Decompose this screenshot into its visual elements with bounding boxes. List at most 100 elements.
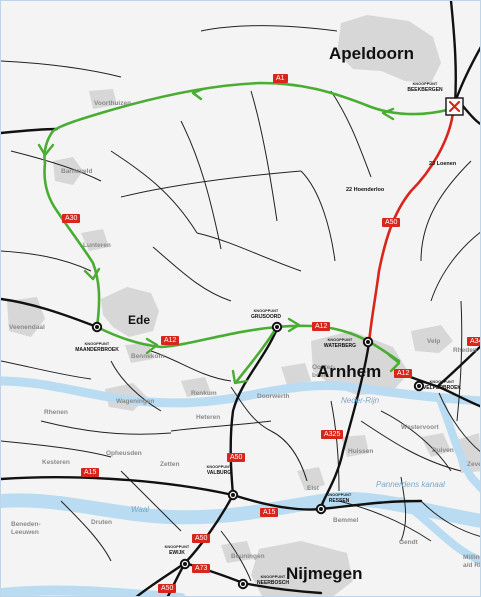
town-label-heteren: Heteren	[196, 414, 221, 421]
detour-arrows	[37, 87, 401, 385]
road-shield-a12-east: A12	[394, 369, 413, 378]
road-minor	[40, 420, 172, 435]
road-minor	[10, 150, 102, 182]
town-label-oosterbeek-2: beek	[312, 372, 327, 379]
road-minor	[270, 430, 308, 482]
node-valburg-core	[231, 493, 235, 497]
closed-x-icon	[445, 97, 464, 116]
urban-arnhem	[311, 331, 409, 395]
road-minor	[1, 60, 122, 78]
urban-velp	[411, 325, 453, 353]
town-label-beneden-2: Leeuwen	[11, 529, 39, 536]
arrow-icon	[387, 353, 401, 373]
junction-name: EWIJK	[169, 550, 185, 556]
road-shield-a50-mid: A50	[227, 453, 246, 462]
town-label-bennekom: Bennekom	[131, 353, 165, 360]
minor-roads	[1, 25, 480, 582]
junction-tag: KNOOPPUNT	[412, 82, 438, 86]
town-label-elst: Elst	[307, 485, 319, 492]
urban-nijmegen	[251, 541, 353, 596]
arrow-icon	[37, 143, 55, 157]
road-minor	[420, 500, 480, 537]
town-label-druten: Druten	[91, 519, 112, 526]
road-minor	[438, 392, 480, 452]
canal-pannerdens	[397, 497, 480, 565]
node-waterberg-core	[366, 340, 370, 344]
detour-a50-spur	[235, 325, 279, 383]
urban-apeldoorn	[337, 15, 441, 83]
urban-ede	[101, 287, 159, 337]
junction-tag: KNOOPPUNT	[429, 380, 455, 384]
road-minor	[430, 231, 480, 302]
town-label-beneden-1: Beneden-	[11, 521, 41, 528]
town-label-renkum: Renkum	[191, 390, 217, 397]
arrow-icon	[83, 267, 101, 281]
road-shield-a50-south: A50	[192, 534, 211, 543]
road-minor	[60, 500, 112, 562]
river-ijssel	[435, 393, 480, 493]
road-minor	[420, 160, 472, 262]
road-shield-a73: A73	[192, 564, 211, 573]
road-shield-a50-sw: A50	[158, 584, 177, 593]
city-label-nijmegen: Nijmegen	[286, 564, 363, 583]
road-minor	[330, 90, 372, 178]
town-label-velp: Velp	[427, 338, 441, 345]
water-label-nederrijn: Neder-Rijn	[341, 396, 380, 405]
motorway-a348	[437, 345, 480, 387]
motorway-a1-west	[1, 127, 59, 135]
node-neerbosch-core	[241, 582, 245, 586]
river-maas	[1, 585, 186, 596]
junction-name: WATERBERG	[323, 343, 357, 349]
town-label-veenendaal: Veenendaal	[9, 324, 45, 331]
urban-huissen	[341, 435, 369, 457]
junction-name: BEEKBERGEN	[407, 87, 443, 93]
road-minor	[120, 470, 182, 532]
node-ewijk-core	[183, 562, 187, 566]
road-shield-a12-west: A12	[161, 336, 180, 345]
town-label-opheusden: Opheusden	[106, 450, 142, 457]
town-label-zevenaar: Zeve	[467, 461, 481, 468]
road-minor	[110, 150, 198, 234]
town-label-gendt: Gendt	[399, 539, 418, 546]
town-label-rhenen: Rhenen	[44, 409, 68, 416]
road-minor	[338, 500, 432, 542]
urban-oosterbeek	[281, 363, 311, 385]
motorway-a325	[319, 341, 371, 511]
road-minor	[180, 120, 222, 250]
junction-tag: KNOOPPUNT	[164, 545, 190, 549]
motorway-a1-east	[455, 46, 480, 99]
arrow-icon	[381, 107, 395, 121]
road-minor	[152, 246, 232, 302]
arrow-icon	[145, 337, 159, 355]
junction-name: GRIJSOORD	[250, 314, 282, 320]
road-minor	[150, 350, 232, 382]
road-shield-a348: A34	[467, 337, 480, 346]
road-minor	[196, 232, 302, 272]
road-minor	[170, 420, 272, 432]
town-label-huissen: Huissen	[348, 448, 374, 455]
town-label-zetten: Zetten	[160, 461, 180, 468]
town-label-kesteren: Kesteren	[42, 459, 70, 466]
road-shield-a325: A325	[321, 430, 344, 439]
arrow-icon	[287, 317, 301, 333]
city-label-ede: Ede	[128, 313, 151, 327]
road-minor	[380, 410, 452, 472]
arrow-icon	[231, 369, 249, 385]
water-label-waal: Waal	[131, 505, 150, 514]
road-shield-a12-mid: A12	[312, 322, 331, 331]
motorway-a50-north	[449, 1, 457, 107]
town-label-beuningen: Beuningen	[231, 553, 265, 560]
town-label-westervoort: Westervoort	[401, 424, 439, 431]
urban-beuningen	[221, 541, 253, 563]
junction-tag: KNOOPPUNT	[253, 309, 279, 313]
river-waal	[1, 492, 480, 528]
urban-duiven	[421, 433, 451, 457]
